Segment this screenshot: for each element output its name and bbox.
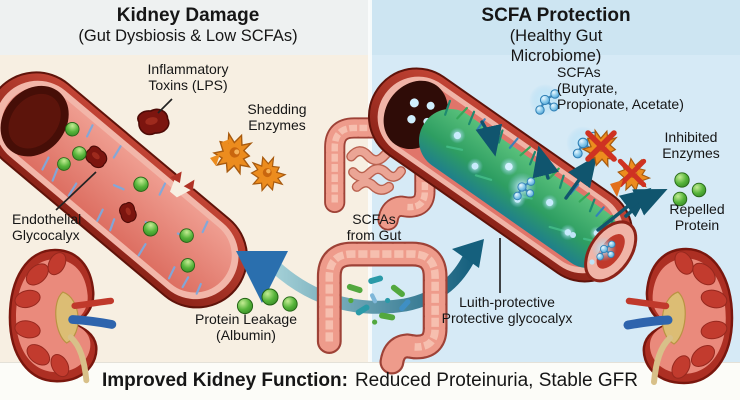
left-panel-background	[0, 0, 370, 400]
right-panel-title: SCFA Protection	[481, 5, 631, 26]
label-shedding-enzymes: Shedding Enzymes	[247, 101, 307, 133]
left-panel-subtitle: (Gut Dysbiosis & Low SCFAs)	[78, 26, 298, 45]
label-protective-glycocalyx: Luith-protective Protective glycocalyx	[441, 294, 573, 326]
label-endothelial-glycocalyx: Endothelial Glycocalyx	[12, 211, 82, 243]
label-inflammatory-toxins: Inflammatory Toxins (LPS)	[147, 61, 229, 93]
label-scfas-types: SCFAs (Butyrate, Propionate, Acetate)	[557, 64, 684, 112]
left-panel-title: Kidney Damage	[116, 5, 260, 26]
footer-summary-bold: Improved Kidney Function:	[102, 370, 348, 391]
left-header-band	[0, 0, 370, 55]
left-panel-title-block: Kidney Damage (Gut Dysbiosis & Low SCFAs…	[78, 5, 297, 47]
label-scfas-from-gut: SCFAs from Gut	[346, 211, 402, 243]
right-header-band	[370, 0, 740, 55]
label-inhibited-enzymes: Inhibited Enzymes	[662, 129, 720, 161]
right-panel-subtitle: (Healthy Gut Microbiome)	[509, 26, 603, 65]
label-repelled-protein: Repelled Protein	[669, 201, 725, 233]
panel-divider	[368, 0, 372, 362]
label-protein-leakage: Protein Leakage (Albumin)	[195, 311, 297, 343]
footer-summary: Improved Kidney Function: Reduced Protei…	[0, 362, 740, 400]
footer-summary-rest: Reduced Proteinuria, Stable GFR	[354, 370, 638, 391]
right-panel-title-block: SCFA Protection (Healthy Gut Microbiome)	[464, 5, 648, 66]
